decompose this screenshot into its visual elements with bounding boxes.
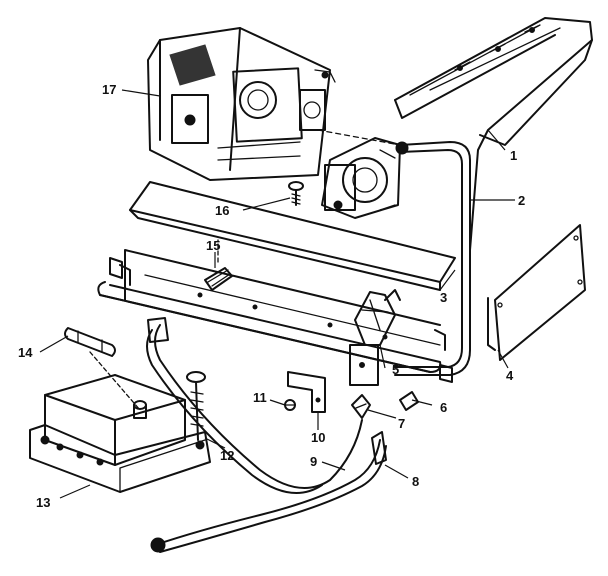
callout-1: 1 — [510, 148, 517, 163]
thermocouple-lead — [146, 317, 387, 553]
callout-6: 6 — [440, 400, 447, 415]
callout-14: 14 — [18, 345, 33, 360]
heat-shield — [129, 181, 456, 291]
callout-12: 12 — [220, 448, 234, 463]
burner-tray — [394, 17, 593, 251]
electrode-14 — [64, 327, 141, 411]
callout-2: 2 — [518, 193, 525, 208]
callout-9: 9 — [310, 454, 317, 469]
callout-15: 15 — [206, 238, 220, 253]
igniter-screw-12 — [186, 371, 206, 441]
callout-17: 17 — [102, 82, 116, 97]
callout-16: 16 — [215, 203, 229, 218]
callout-8: 8 — [412, 474, 419, 489]
back-panel — [487, 224, 586, 361]
callout-11: 11 — [253, 390, 267, 405]
callout-5: 5 — [392, 362, 399, 377]
orifice-15 — [204, 239, 233, 291]
burner-orifice-assembly — [321, 137, 401, 219]
callout-3: 3 — [440, 290, 447, 305]
pilot-gas-tube — [394, 141, 471, 376]
thermocouple-fitting — [351, 394, 371, 419]
pilot-assembly — [349, 289, 401, 386]
igniter-box — [29, 374, 211, 493]
bracket-10 — [287, 371, 326, 413]
gas-control-valve — [147, 27, 336, 181]
callout-7: 7 — [398, 416, 405, 431]
callout-13: 13 — [36, 495, 50, 510]
burner-base-plate — [109, 249, 453, 383]
callout-labels: 1 2 3 4 5 6 7 8 9 10 11 12 13 14 15 16 1… — [18, 82, 525, 510]
main-burner — [97, 281, 442, 373]
callout-10: 10 — [311, 430, 325, 445]
screw-16 — [288, 181, 304, 206]
callout-4: 4 — [506, 368, 514, 383]
screw-11 — [284, 399, 296, 411]
leader-lines — [39, 89, 515, 499]
